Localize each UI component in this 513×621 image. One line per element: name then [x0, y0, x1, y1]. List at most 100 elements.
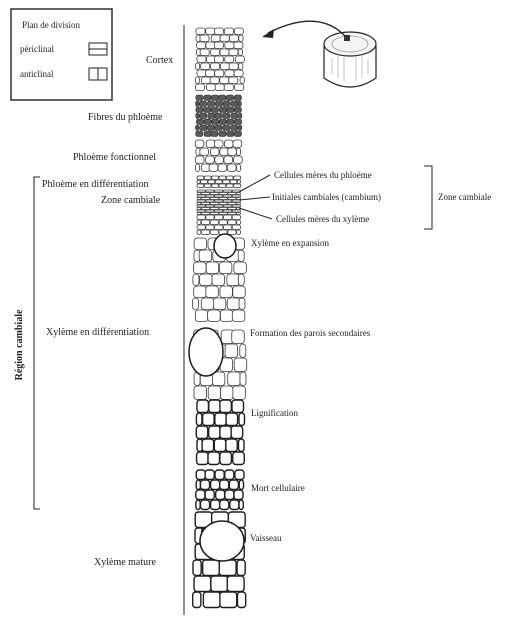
tissue-cell — [219, 203, 227, 205]
tissue-cell — [226, 439, 238, 452]
tissue-cell — [215, 156, 224, 164]
tissue-cell — [224, 140, 233, 148]
tissue-cell — [195, 63, 199, 70]
tissue-cell — [237, 213, 241, 215]
tissue-cell — [206, 215, 214, 220]
tissue-cell — [197, 208, 201, 210]
tissue-cell — [196, 113, 199, 119]
tissue-cell — [195, 164, 199, 172]
tissue-cell — [193, 274, 199, 286]
tissue-cell — [215, 70, 224, 77]
tissue-cell — [239, 480, 243, 490]
tissue-cell — [201, 298, 214, 310]
tissue-cell — [197, 230, 201, 235]
tissue-cell — [213, 298, 226, 310]
tissue-cell — [201, 193, 209, 195]
tissue-cell — [215, 190, 223, 192]
tissue-cell — [211, 500, 220, 510]
tissue-cell — [236, 148, 240, 156]
label-lignification: Lignification — [251, 408, 298, 418]
tissue-cell — [197, 215, 205, 220]
tissue-cell — [215, 470, 224, 480]
tissue-cell — [223, 113, 230, 119]
tissue-cell — [201, 198, 209, 200]
tissue-cell — [196, 148, 200, 156]
tissue-cell — [228, 220, 236, 225]
tissue-cell — [223, 180, 230, 184]
legend-box: Plan de division périclinal anticlinal — [11, 9, 112, 100]
tissue-cell — [236, 164, 240, 172]
tissue-cell — [232, 195, 240, 197]
tissue-cell — [220, 286, 233, 298]
tissue-cell — [219, 198, 227, 200]
tissue-cell — [234, 184, 241, 188]
label-xyleme-mature: Xylème mature — [94, 557, 156, 568]
tissue-cell — [224, 84, 233, 91]
label-initiales-cambiales: Initiales cambiales (cambium) — [272, 192, 381, 202]
tissue-cell — [233, 140, 242, 148]
tissue-cell — [210, 148, 219, 156]
tissue-cell — [206, 262, 219, 274]
tissue-cell — [206, 140, 215, 148]
tissue-cell — [238, 101, 241, 107]
label-region-cambiale: Région cambiale — [14, 309, 25, 380]
tissue-cell — [221, 386, 234, 400]
tissue-cell — [219, 107, 226, 113]
tissue-cell — [227, 576, 244, 592]
tissue-cell — [202, 439, 214, 452]
tissue-cell — [229, 480, 238, 490]
tissue-cell — [233, 286, 246, 298]
tissue-cell — [231, 101, 238, 107]
tissue-cell — [200, 480, 209, 490]
tissue-cell — [214, 140, 223, 148]
tissue-cell — [239, 113, 242, 119]
tissue-cell — [197, 42, 206, 49]
zone-cambiale-bracket — [424, 166, 432, 229]
tissue-cell — [215, 101, 222, 107]
tissue-cell — [227, 119, 234, 125]
tissue-cell — [220, 63, 229, 70]
tissue-cell — [231, 125, 238, 131]
tissue-cell — [238, 250, 244, 262]
tissue-cell — [234, 70, 243, 77]
tissue-cell — [196, 28, 205, 35]
vessel-cell — [214, 234, 236, 258]
vessel-cell — [189, 328, 223, 376]
tissue-cell — [199, 101, 206, 107]
tissue-cell — [219, 560, 236, 576]
tissue-cell — [232, 205, 240, 207]
tissue-cell — [219, 131, 226, 137]
tissue-cell — [225, 344, 238, 358]
tissue-cell — [211, 95, 218, 101]
tissue-cell — [220, 310, 233, 322]
tissue-cell — [215, 113, 222, 119]
tissue-cell — [200, 113, 207, 119]
tissue-cell — [196, 470, 205, 480]
tissue-cell — [228, 213, 236, 215]
label-vaisseau: Vaisseau — [250, 533, 282, 543]
tissue-cell — [205, 490, 214, 500]
tissue-cell — [204, 176, 211, 180]
tissue-cell — [232, 225, 240, 230]
tissue-cell — [238, 125, 241, 131]
tissue-cell — [206, 42, 215, 49]
tissue-cell — [219, 176, 226, 180]
tissue-cell — [210, 203, 218, 205]
tissue-cell — [212, 176, 219, 180]
tissue-cell — [220, 400, 232, 413]
tissue-cell — [216, 490, 225, 500]
tissue-cell — [197, 225, 205, 230]
tissue-cell — [208, 386, 221, 400]
tissue-cell — [201, 203, 209, 205]
tissue-cell — [228, 230, 236, 235]
tissue-cell — [232, 310, 245, 322]
tissue-cell — [237, 592, 245, 608]
legend-periclinal-label: périclinal — [20, 44, 54, 54]
tissue-cell — [195, 84, 204, 91]
tissue-cell — [211, 63, 220, 70]
tissue-cell — [233, 452, 245, 465]
tissue-cell — [230, 180, 237, 184]
tissue-cell — [237, 193, 241, 195]
tissue-cell — [226, 413, 238, 426]
tissue-cell — [204, 107, 211, 113]
